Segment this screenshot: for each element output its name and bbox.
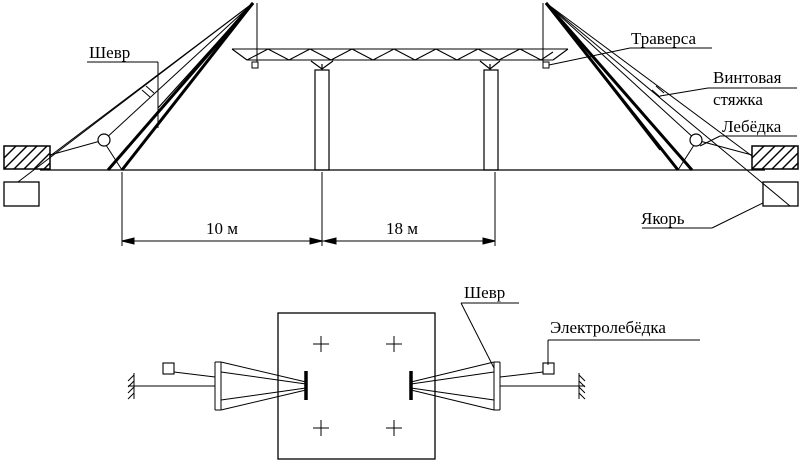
- leader-shevr-top: [87, 61, 159, 128]
- leader-elektrolebedka: [547, 339, 700, 365]
- right-winch-block: [751, 145, 799, 170]
- right-hook: [542, 61, 550, 69]
- right-column: [479, 60, 501, 171]
- left-hook: [251, 61, 259, 69]
- label-yakor: Якорь: [641, 209, 685, 228]
- right-pulley: [689, 133, 703, 147]
- traverse-truss: [231, 48, 569, 61]
- right-turnbuckle-marks: [651, 85, 665, 98]
- right-guy-ropes: [542, 2, 791, 207]
- leader-vintovaya: [659, 87, 797, 97]
- dimension-left-label: 10 м: [206, 219, 238, 238]
- right-ground-symbol: [578, 373, 586, 400]
- right-plan-rigging: [410, 361, 585, 411]
- dimension-right-label: 18 м: [386, 219, 418, 238]
- left-plan-rigging: [128, 361, 307, 411]
- leader-traversa: [548, 47, 712, 66]
- dimension-left: [121, 172, 323, 246]
- leader-shevr-bottom: [460, 302, 519, 369]
- label-traversa: Траверса: [631, 29, 697, 48]
- left-electrowinch: [162, 362, 175, 375]
- foundation-plate: [277, 312, 436, 460]
- label-lebedka: Лебёдка: [722, 117, 782, 136]
- right-shear-legs: [544, 2, 694, 171]
- column-marks: [313, 336, 402, 436]
- left-anchor-block: [3, 181, 40, 207]
- dimension-right: [322, 172, 496, 246]
- leader-yakor: [642, 202, 764, 229]
- left-turnbuckle-marks: [141, 85, 155, 98]
- left-shear-legs: [106, 2, 255, 171]
- left-winch-block: [3, 145, 51, 170]
- leader-lebedka: [699, 135, 797, 147]
- label-vintovaya-2: стяжка: [713, 90, 763, 109]
- label-vintovaya-1: Винтовая: [713, 68, 782, 87]
- label-elektrolebedka: Электролебёдка: [550, 318, 666, 337]
- left-guy-ropes: [17, 2, 258, 183]
- left-column: [310, 60, 334, 171]
- left-pulley: [97, 133, 111, 147]
- label-shevr-bottom: Шевр: [464, 283, 505, 302]
- left-ground-symbol: [127, 373, 135, 400]
- label-shevr-top: Шевр: [89, 43, 130, 62]
- right-anchor-block: [762, 181, 799, 207]
